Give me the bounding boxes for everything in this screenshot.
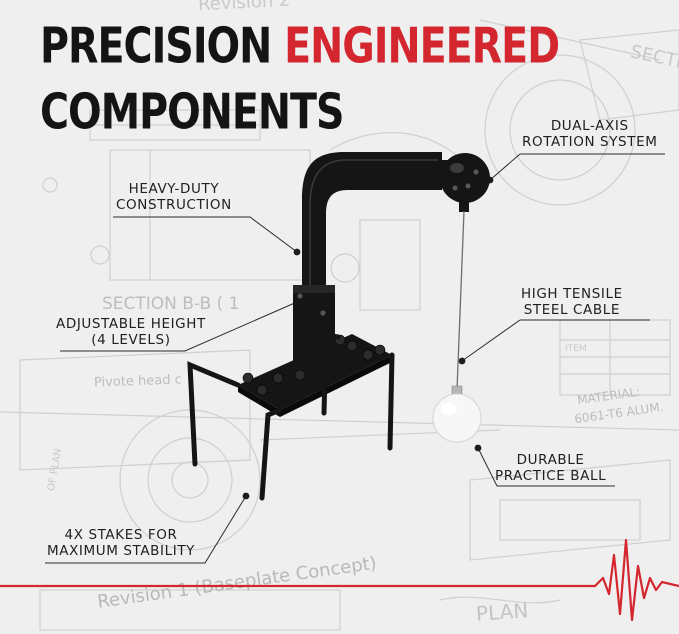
- headline-line-1: PRECISION ENGINEERED: [40, 21, 560, 71]
- label-stakes-line1: 4X STAKES FOR: [64, 527, 178, 543]
- base-bolts: [242, 334, 386, 396]
- label-ball-line1: DURABLE: [516, 452, 585, 468]
- label-cable-line2: STEEL CABLE: [523, 302, 620, 318]
- label-adjustable-height: ADJUSTABLE HEIGHT(4 LEVELS): [56, 316, 206, 348]
- watermark-item: ITEM: [565, 344, 587, 354]
- headline-line-2: COMPONENTS: [40, 83, 345, 141]
- label-cable-line1: HIGH TENSILE: [521, 286, 623, 302]
- ground-stakes: [187, 332, 395, 501]
- label-heavy-duty-line2: CONSTRUCTION: [116, 197, 232, 213]
- heartbeat-line: [0, 538, 679, 622]
- practice-ball: [432, 393, 482, 443]
- steel-cable: [456, 210, 465, 391]
- callout-dots: [242, 176, 494, 500]
- label-adjustable-line1: ADJUSTABLE HEIGHT: [56, 316, 206, 332]
- label-ball-line2: PRACTICE BALL: [495, 468, 607, 484]
- label-dual-axis-line2: ROTATION SYSTEM: [522, 134, 658, 150]
- headline-engineered: ENGINEERED: [284, 17, 560, 75]
- label-dual-axis-line1: DUAL-AXIS: [550, 118, 629, 134]
- rotation-joint: [440, 153, 490, 203]
- label-adjustable-line2: (4 LEVELS): [91, 332, 171, 348]
- headline-precision: PRECISION: [40, 17, 285, 75]
- watermark-section-bb: SECTION B-B ( 1: [102, 294, 240, 314]
- label-heavy-duty-line1: HEAVY-DUTY: [128, 181, 220, 197]
- label-stakes-line2: MAXIMUM STABILITY: [47, 543, 196, 559]
- base-plate: [238, 334, 392, 410]
- upright-post: [302, 152, 442, 295]
- callout-lines: [45, 153, 665, 564]
